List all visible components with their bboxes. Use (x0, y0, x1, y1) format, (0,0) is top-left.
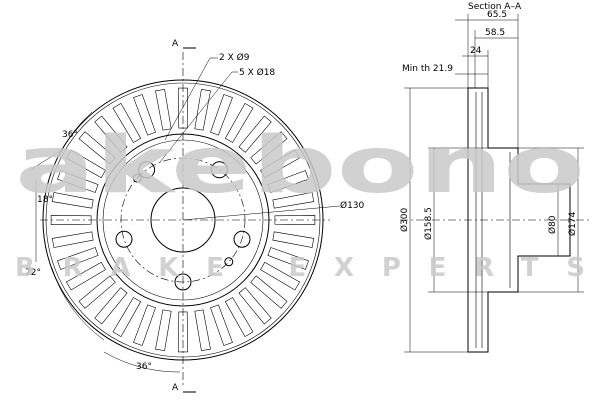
total-height-label: 65.5 (487, 10, 507, 20)
vane (224, 102, 254, 143)
vane (260, 261, 301, 291)
pcd-leader (182, 205, 341, 221)
locating-hole (224, 257, 234, 267)
watermark-brand: akebono (15, 121, 585, 211)
vane (65, 261, 106, 291)
thickness-label: 24 (470, 46, 482, 56)
vane (78, 131, 116, 165)
bolt-hole (138, 161, 156, 179)
vane (57, 247, 99, 270)
bolt-hole (115, 230, 133, 248)
vane (224, 297, 254, 338)
vane (260, 149, 301, 179)
watermark: akebono BRAKE EXPERTS (15, 121, 585, 283)
vane (112, 102, 142, 143)
angle-arc-bottom-left (51, 267, 105, 341)
angle-bottom-label: 36° (136, 362, 152, 372)
inner-diameter-label: Ø158.5 (423, 207, 434, 240)
vane (210, 94, 233, 136)
vane (94, 115, 128, 153)
vane (272, 231, 315, 248)
vane (267, 247, 309, 270)
pcd-label: Ø130 (340, 200, 365, 211)
vane (194, 88, 211, 131)
center-bore-label: Ø80 (547, 215, 558, 234)
vane (112, 297, 142, 338)
small-holes-leader (164, 57, 218, 141)
cooling-vanes (50, 87, 316, 353)
vane (250, 131, 288, 165)
locating-hole (132, 173, 142, 183)
vane (272, 192, 315, 209)
angle-arc-top (61, 111, 93, 151)
bolt-hole (210, 161, 228, 179)
vane (155, 309, 172, 352)
vane (274, 215, 316, 225)
vane (94, 287, 128, 325)
vane (178, 87, 188, 129)
vane (57, 170, 99, 193)
outer-diameter-label: Ø300 (399, 207, 410, 232)
hat-height-label: 58.5 (485, 28, 505, 38)
angle-bottom-left-label: 72° (25, 268, 41, 278)
vane (238, 115, 272, 153)
vane (65, 149, 106, 179)
vane (178, 311, 188, 353)
locating-holes (132, 173, 234, 267)
angle-arc-bottom (103, 351, 181, 373)
min-thickness-label: Min th 21.9 (402, 64, 453, 74)
bolt-holes-leader (159, 71, 238, 163)
vane (210, 304, 233, 346)
hat-diameter-label: Ø174 (567, 211, 578, 236)
vane (133, 94, 156, 136)
bolt-hole (233, 230, 251, 248)
bolt-holes (115, 161, 251, 291)
vane (51, 231, 94, 248)
angle-left-label: 18° (37, 195, 53, 205)
angle-top-label: 36° (62, 130, 78, 140)
small-holes-callout: 2 X Ø9 (219, 52, 250, 63)
watermark-tagline: BRAKE EXPERTS (15, 253, 585, 283)
section-title: Section A–A (468, 2, 522, 12)
vane (51, 192, 94, 209)
vane (50, 215, 92, 225)
vane (155, 88, 172, 131)
vane (78, 275, 116, 309)
vane (250, 275, 288, 309)
vane (194, 309, 211, 352)
angle-extension-top (29, 149, 63, 171)
section-view: Section A–A 65.5 58.5 24 Min th 21.9 Ø30… (399, 2, 590, 353)
section-mark-top: A (172, 39, 179, 49)
bolt-holes-callout: 5 X Ø18 (239, 67, 275, 78)
vane (267, 170, 309, 193)
section-mark-bottom: A (172, 383, 179, 393)
bolt-hole (174, 273, 192, 291)
vane (238, 287, 272, 325)
vane (133, 304, 156, 346)
front-view: A A 2 X Ø9 5 X Ø18 Ø130 36° 18° 72° 36° (25, 39, 365, 393)
